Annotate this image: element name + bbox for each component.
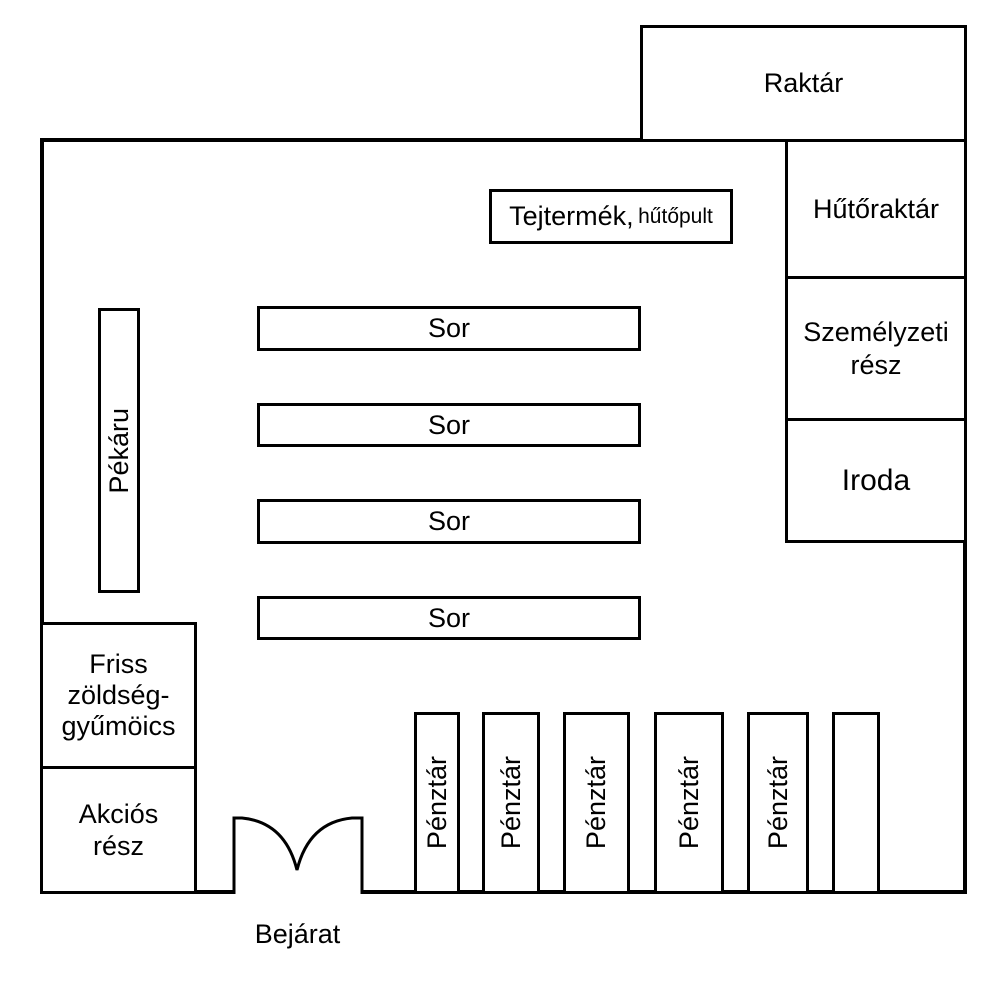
aisle: Sor [257,403,641,447]
checkout-label: Pénztár [673,756,704,850]
room-produce: Friss zöldség- gyűmöics [40,622,197,769]
aisle-label: Sor [427,313,471,344]
room-cold-storage: Hűtőraktár [785,139,967,279]
bakery-shelf: Pékáru [98,308,140,593]
aisle-label: Sor [427,409,471,440]
checkout-label: Pénztár [762,756,793,850]
dairy-label: Tejtermék, [509,201,634,232]
room-sale-area: Akciós rész [40,766,197,894]
entrance-label: Bejárat [254,919,341,949]
checkout-counter: Pénztár [747,712,809,894]
checkout-label: Pénztár [495,756,526,850]
room-cold-storage-label: Hűtőraktár [812,193,940,224]
wall-top [40,138,785,142]
checkout-counter: Pénztár [414,712,460,894]
dairy-sublabel: hűtőpult [638,204,713,228]
dairy-fridge-counter: Tejtermék, hűtőpult [489,189,733,244]
room-produce-label: Friss zöldség- gyűmöics [61,648,176,742]
checkout-counter: Pénztár [482,712,540,894]
wall-left [40,138,44,894]
aisle: Sor [257,499,641,544]
room-sale-area-label: Akciós rész [78,798,159,861]
aisle-label: Sor [427,506,471,537]
checkout-label: Pénztár [581,756,611,850]
checkout-counter: Pénztár [563,712,630,894]
entrance-door-icon[interactable] [230,812,370,896]
room-office-label: Iroda [841,463,911,497]
room-storage: Raktár [640,25,967,142]
room-office: Iroda [785,418,967,543]
bakery-label: Pékáru [103,407,134,494]
room-staff-area: Személyzeti rész [785,276,967,421]
room-storage-label: Raktár [763,68,844,99]
checkout-label: Pénztár [421,756,452,850]
aisle-label: Sor [427,602,471,633]
checkout-counter: Pénztár [654,712,724,894]
checkout-counter-unlabeled [832,712,880,894]
aisle: Sor [257,596,641,640]
aisle: Sor [257,306,641,351]
room-staff-area-label: Személyzeti rész [803,317,949,380]
